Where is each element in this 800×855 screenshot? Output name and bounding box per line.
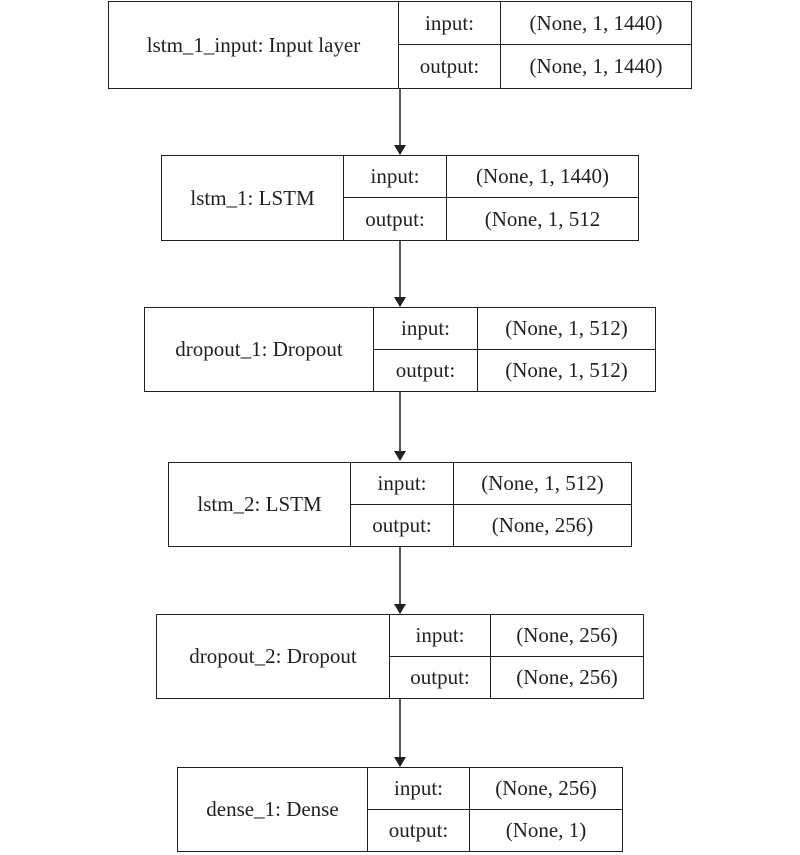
- output-label: output:: [399, 45, 501, 88]
- output-shape: (None, 256): [516, 664, 618, 689]
- output-label: output:: [374, 349, 478, 391]
- input-shape: (None, 256): [491, 615, 643, 657]
- layer-name: lstm_1_input: Input layer: [109, 2, 399, 88]
- output-shape: (None, 1, 512): [505, 357, 628, 382]
- layer-node-dropout-2: dropout_2: Dropout input: (None, 256) ou…: [156, 614, 644, 699]
- input-shape: (None, 1, 512): [454, 463, 631, 505]
- layer-name: lstm_2: LSTM: [169, 463, 351, 546]
- input-shape: (None, 1, 512): [478, 308, 655, 350]
- output-label: output:: [344, 198, 447, 240]
- layer-node-lstm-1-input: lstm_1_input: Input layer input: (None, …: [108, 1, 692, 89]
- output-shape: (None, 1, 1440): [529, 54, 663, 78]
- layer-node-dropout-1: dropout_1: Dropout input: (None, 1, 512)…: [144, 307, 656, 392]
- layer-name: dense_1: Dense: [178, 768, 368, 851]
- output-shape: (None, 1, 512: [484, 206, 601, 231]
- output-shape: (None, 1): [505, 817, 587, 842]
- output-shape: (None, 256): [491, 512, 594, 537]
- input-shape: (None, 1, 1440): [501, 2, 691, 45]
- layer-node-lstm-1: lstm_1: LSTM input: (None, 1, 1440) outp…: [161, 155, 639, 241]
- input-label: input:: [399, 2, 501, 45]
- input-label: input:: [344, 156, 447, 198]
- layer-name: lstm_1: LSTM: [162, 156, 344, 240]
- layer-node-dense-1: dense_1: Dense input: (None, 256) output…: [177, 767, 623, 852]
- layer-node-lstm-2: lstm_2: LSTM input: (None, 1, 512) outpu…: [168, 462, 632, 547]
- output-label: output:: [351, 504, 454, 546]
- output-label: output:: [390, 656, 491, 698]
- layer-name: dropout_1: Dropout: [145, 308, 374, 391]
- output-label: output:: [368, 809, 470, 851]
- input-label: input:: [351, 463, 454, 505]
- input-label: input:: [374, 308, 478, 350]
- layer-name: dropout_2: Dropout: [157, 615, 390, 698]
- input-shape: (None, 256): [470, 768, 622, 810]
- input-label: input:: [368, 768, 470, 810]
- input-label: input:: [390, 615, 491, 657]
- input-shape: (None, 1, 1440): [447, 156, 638, 198]
